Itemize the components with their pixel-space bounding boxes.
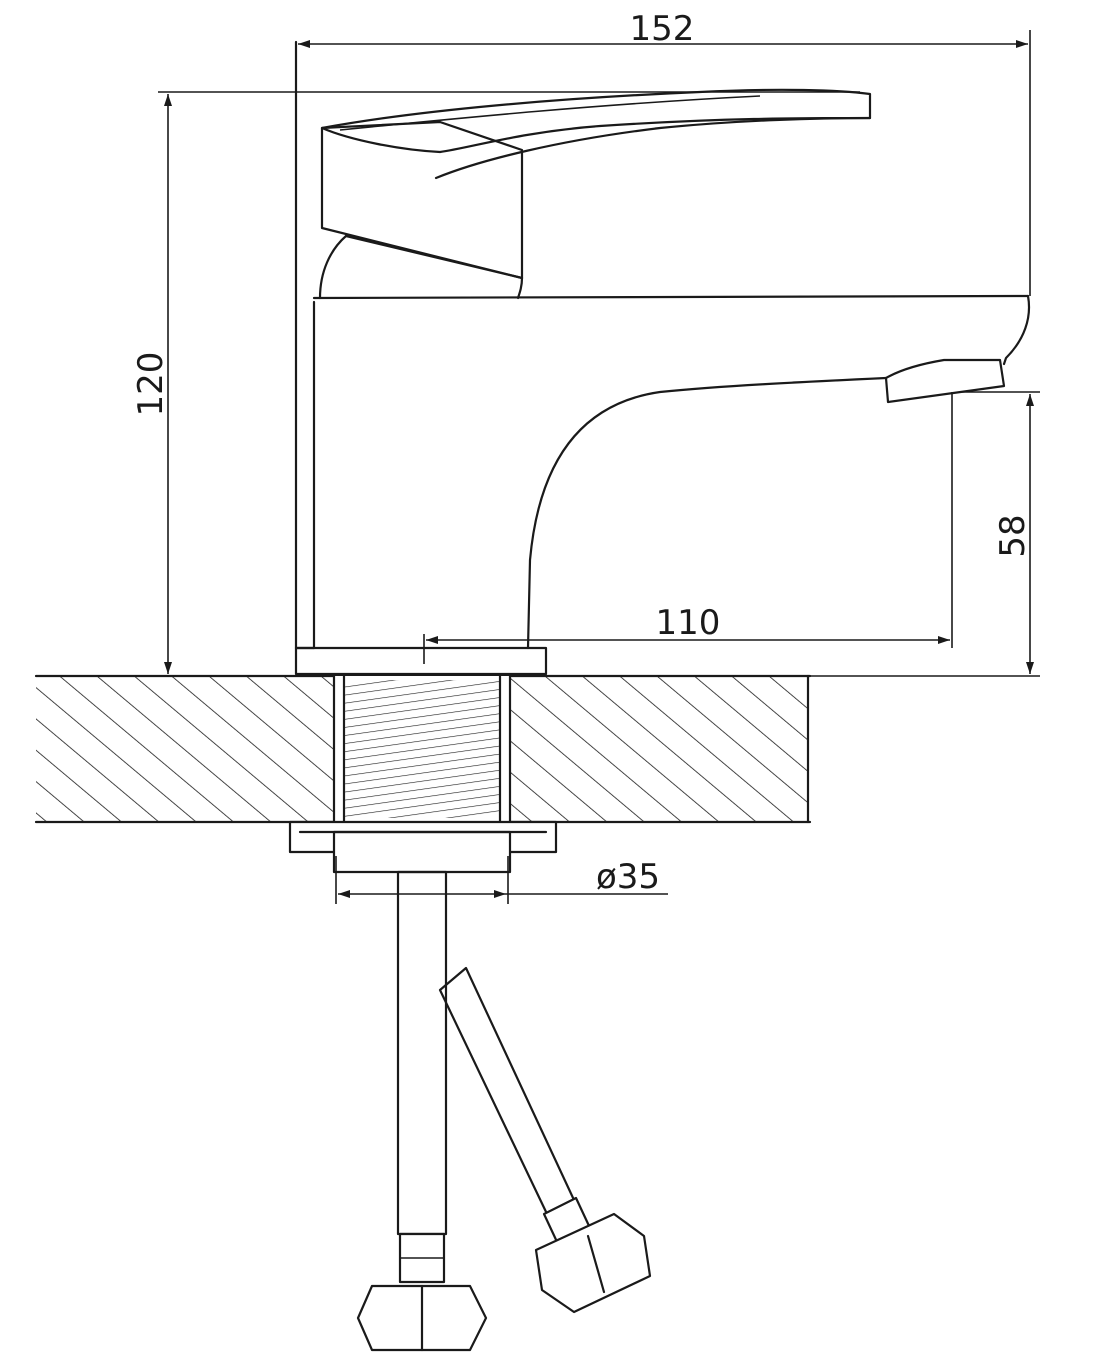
lever-handle	[318, 88, 872, 300]
dim-label-overall-height: 120	[131, 352, 171, 417]
countertop-section	[34, 674, 812, 824]
dim-label-spout-reach: 110	[656, 603, 721, 643]
dimension-lines	[158, 30, 1040, 904]
base-flange	[294, 646, 548, 676]
lock-nut	[288, 820, 558, 874]
supply-hoses	[396, 870, 592, 1284]
dim-label-spout-height: 58	[993, 514, 1033, 557]
threaded-shank	[332, 674, 512, 824]
faucet-body	[294, 40, 1031, 650]
dim-label-overall-length: 152	[630, 9, 695, 49]
dim-label-thread-diameter: ø35	[596, 857, 660, 897]
hex-fittings	[356, 1212, 652, 1352]
